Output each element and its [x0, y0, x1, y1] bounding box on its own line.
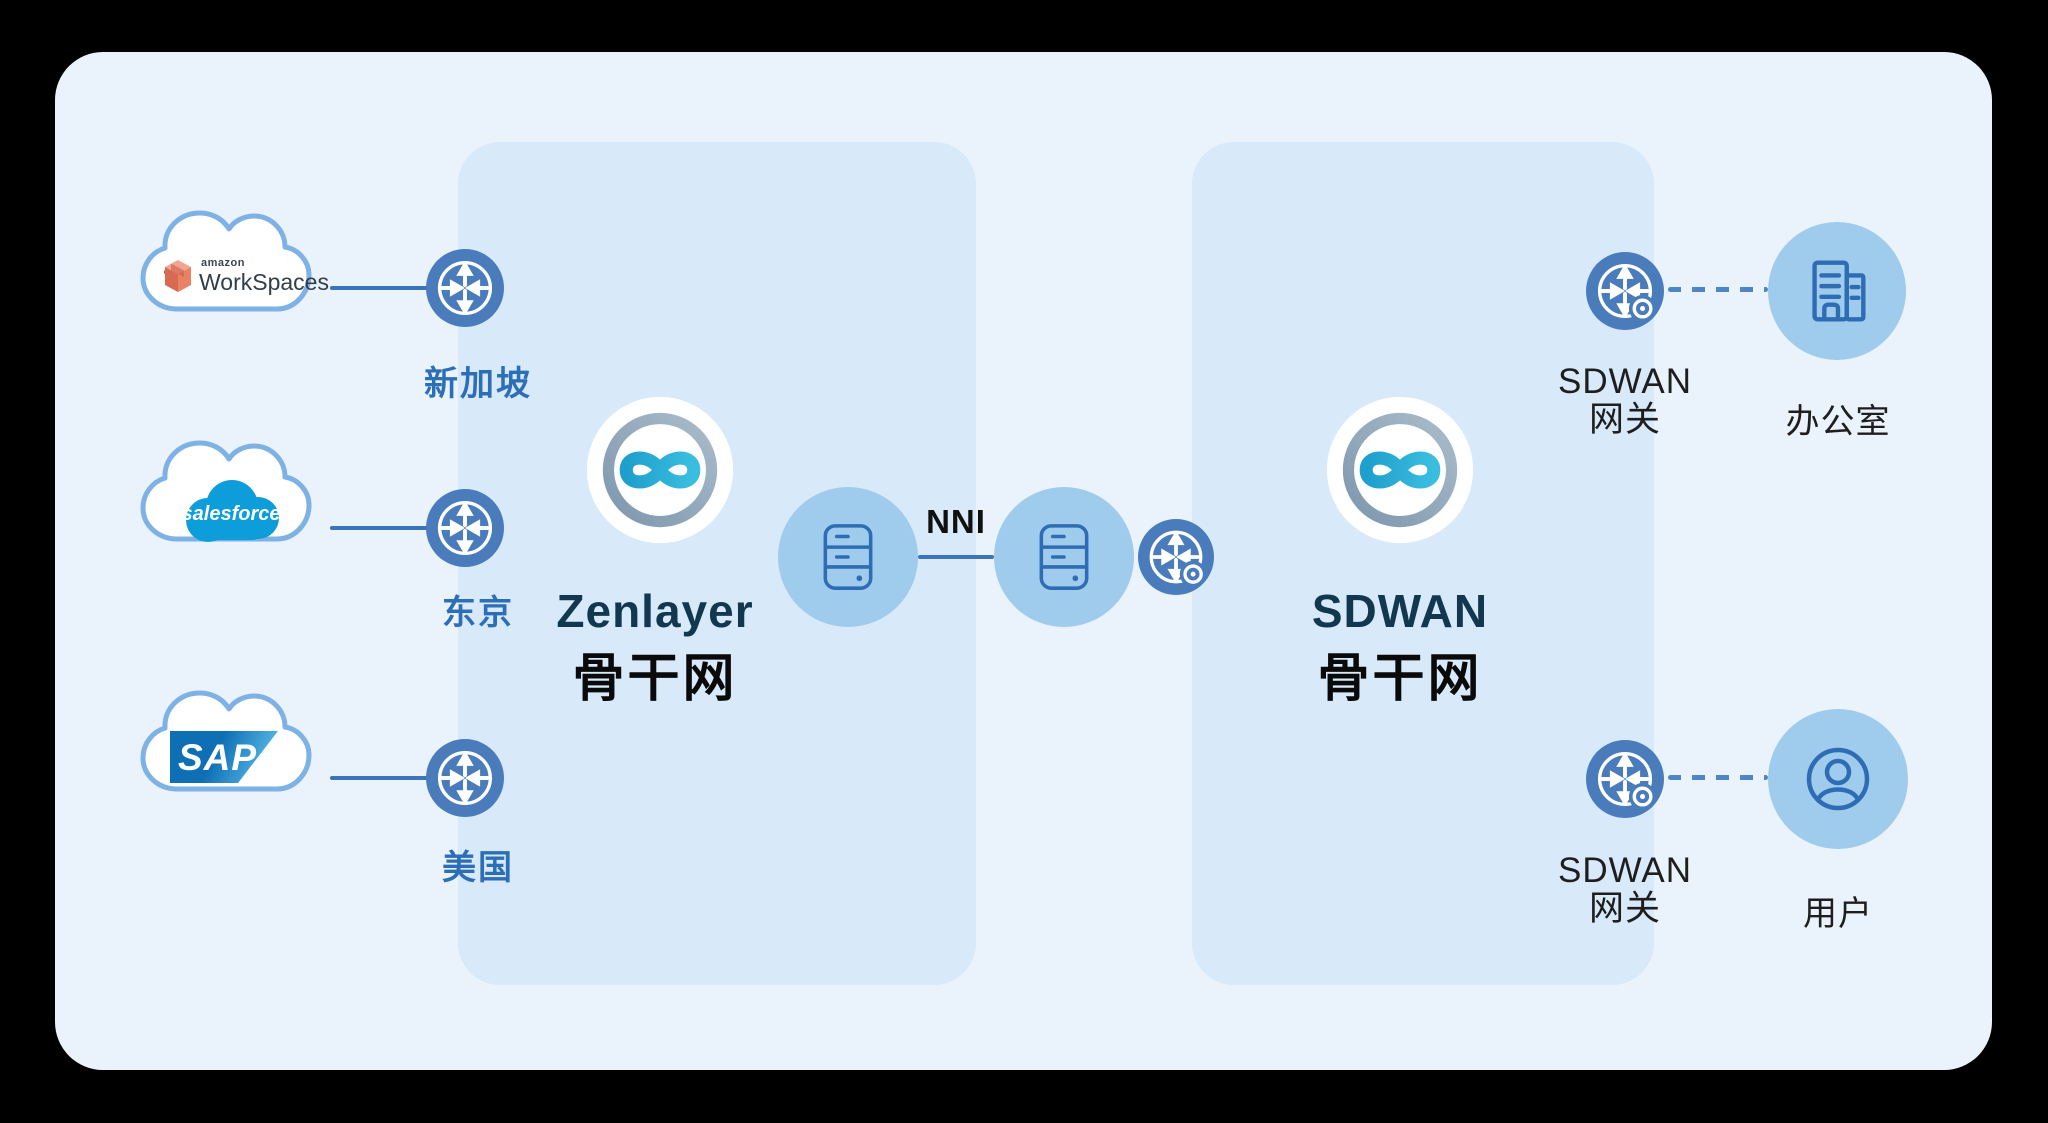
office-node [1768, 222, 1906, 360]
router-icon-tokyo [426, 489, 504, 567]
gateway-label-top-line1: SDWAN [1558, 362, 1692, 401]
sdwan-gateway-icon-user [1586, 740, 1664, 818]
amazon-workspaces-logo: amazon WorkSpaces [163, 258, 329, 294]
sdwan-pop-server-node [994, 487, 1134, 627]
sdwan-logo-icon [1326, 396, 1474, 544]
workspaces-wordmark: WorkSpaces [199, 269, 329, 295]
location-label-tokyo: 东京 [442, 594, 514, 632]
gateway-label-top: SDWAN 网关 [1515, 363, 1735, 439]
amazon-workspaces-cube-icon [163, 260, 191, 292]
sdwan-gateway-icon-office [1586, 252, 1664, 330]
location-label-singapore: 新加坡 [424, 365, 532, 403]
connector-sap-router [330, 776, 428, 780]
connector-workspaces-router [330, 286, 428, 290]
office-label: 办公室 [1785, 403, 1891, 441]
sdwan-gateway-icon-nni [1138, 519, 1214, 595]
connector-gateway-office [1668, 287, 1768, 292]
gateway-label-bottom: SDWAN 网关 [1515, 852, 1735, 928]
cloud-amazon-workspaces: amazon WorkSpaces [135, 200, 335, 330]
zenlayer-pop-server-node [778, 487, 918, 627]
user-icon [1806, 747, 1870, 811]
user-node [1768, 709, 1908, 849]
server-icon [823, 524, 873, 590]
zenlayer-panel-subtitle: 骨干网 [572, 650, 738, 708]
sdwan-backbone-panel [1192, 142, 1654, 985]
nni-label: NNI [926, 503, 986, 540]
salesforce-blob-icon: salesforce [182, 480, 281, 542]
gateway-label-bottom-line1: SDWAN [1558, 851, 1692, 890]
gateway-label-top-line2: 网关 [1588, 400, 1661, 439]
connector-nni [918, 555, 994, 559]
sdwan-panel-subtitle: 骨干网 [1317, 650, 1483, 708]
server-icon [1039, 524, 1089, 590]
location-label-usa: 美国 [442, 849, 514, 887]
user-label: 用户 [1803, 895, 1873, 933]
cloud-salesforce: salesforce [135, 430, 335, 560]
office-building-icon [1812, 260, 1866, 322]
amazon-wordmark: amazon [201, 257, 245, 269]
router-icon-usa [426, 739, 504, 817]
salesforce-logo: salesforce [178, 468, 284, 555]
cloud-sap: SAP [135, 680, 335, 810]
sdwan-panel-title: SDWAN [1311, 585, 1489, 637]
sap-wordmark: SAP [178, 736, 258, 778]
connector-salesforce-router [330, 526, 428, 530]
connector-gateway-user [1668, 775, 1768, 780]
router-icon-singapore [426, 249, 504, 327]
gateway-label-bottom-line2: 网关 [1588, 889, 1661, 928]
zenlayer-logo-icon [586, 396, 734, 544]
salesforce-wordmark: salesforce [182, 503, 281, 525]
zenlayer-panel-title: Zenlayer [556, 585, 754, 637]
